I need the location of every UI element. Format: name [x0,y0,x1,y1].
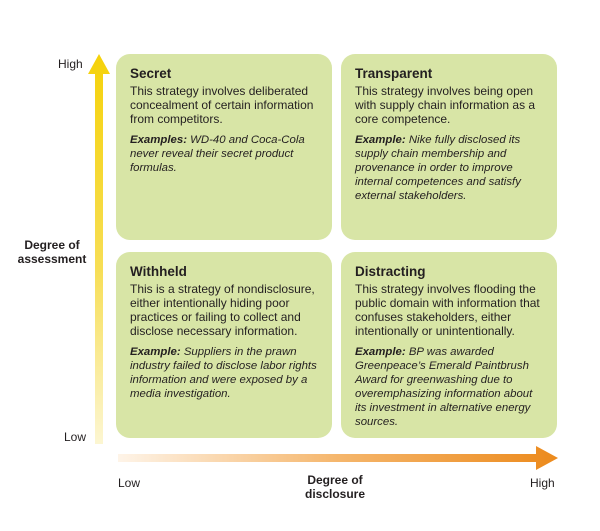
quadrant-withheld-description: This is a strategy of nondisclosure, eit… [130,282,315,338]
quadrant-distracting-example-label: Example: [355,346,406,358]
quadrant-transparent-example: Example: Nike fully disclosed its supply… [355,133,545,203]
quadrant-secret-example-label: Examples: [130,134,187,146]
x-axis-title-line2: disclosure [304,487,366,501]
y-axis-title-line2: assessment [17,252,87,266]
y-axis-low-label: Low [64,430,87,444]
quadrant-withheld-example-label: Example: [130,346,181,358]
quadrant-secret-example: Examples: WD-40 and Coca-Cola never reve… [130,133,320,175]
quadrant-secret: Secret This strategy involves deliberate… [116,54,332,240]
horizontal-axis-arrow [118,446,558,470]
quadrant-distracting-title: Distracting [355,264,426,279]
quadrant-withheld-title: Withheld [130,264,187,279]
x-axis-title: Degree of disclosure [290,473,380,501]
quadrant-withheld: Withheld This is a strategy of nondisclo… [116,252,332,438]
quadrant-withheld-example-text: Suppliers in the prawn industry failed t… [130,346,317,400]
vertical-axis-arrow [88,54,110,444]
quadrant-secret-example-text: WD-40 and Coca-Cola never reveal their s… [130,134,305,174]
quadrant-transparent-description: This strategy involves being open with s… [355,84,536,126]
quadrant-transparent-title: Transparent [355,66,433,81]
quadrant-distracting-description: This strategy involves flooding the publ… [355,282,540,338]
y-axis-title: Degree of assessment [14,238,90,266]
quadrant-transparent: Transparent This strategy involves being… [341,54,557,240]
quadrant-distracting-example-text: BP was awarded Greenpeace’s Emerald Pain… [355,346,533,428]
quadrant-transparent-example-label: Example: [355,134,406,146]
quadrant-secret-description: This strategy involves deliberated conce… [130,84,314,126]
x-axis-title-line1: Degree of [307,473,363,487]
quadrant-distracting: Distracting This strategy involves flood… [341,252,557,438]
quadrant-withheld-example: Example: Suppliers in the prawn industry… [130,345,320,401]
x-axis-low-label: Low [118,476,141,490]
quadrant-distracting-example: Example: BP was awarded Greenpeace’s Eme… [355,345,545,429]
y-axis-high-label: High [58,57,83,71]
x-axis-high-label: High [530,476,555,490]
y-axis-title-line1: Degree of [24,238,80,252]
quadrant-transparent-example-text: Nike fully disclosed its supply chain me… [355,134,521,202]
quadrant-secret-title: Secret [130,66,172,81]
